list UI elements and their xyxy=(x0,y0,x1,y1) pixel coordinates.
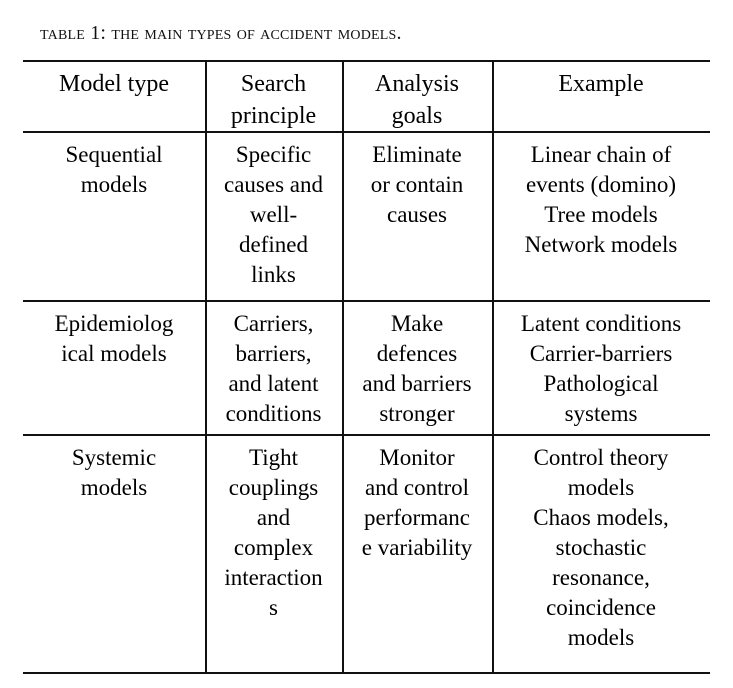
cell-example: Latent conditions Carrier-barriers Patho… xyxy=(520,311,682,426)
table-rule-top xyxy=(23,60,710,62)
column-header-search-principle: Search principle xyxy=(230,71,317,129)
column-divider-1 xyxy=(205,60,207,673)
column-divider-3 xyxy=(492,60,494,673)
cell-search-principle: Tight couplings and complex interaction … xyxy=(224,445,323,620)
cell-model-type: Sequential models xyxy=(65,142,163,197)
column-header-model-type: Model type xyxy=(59,71,169,97)
table-row: Sequential models Specific causes and we… xyxy=(23,136,710,290)
table-row: Epidemiolog ical models Carriers, barrie… xyxy=(23,305,710,429)
table-rule-bottom xyxy=(23,672,710,674)
table-rule-row2 xyxy=(23,434,710,436)
cell-search-principle: Specific causes and well- defined links xyxy=(224,142,323,287)
cell-search-principle: Carriers, barriers, and latent condition… xyxy=(225,311,322,426)
column-divider-2 xyxy=(342,60,344,673)
column-header-analysis-goals: Analysis goals xyxy=(375,71,459,129)
table-row: Systemic models Tight couplings and comp… xyxy=(23,439,710,653)
table-caption: Table 1: The main types of accident mode… xyxy=(40,20,700,46)
cell-analysis-goals: Monitor and control performanc e variabi… xyxy=(361,445,473,560)
caption-title: The main types of accident models. xyxy=(111,22,402,44)
cell-example: Linear chain of events (domino) Tree mod… xyxy=(524,142,678,257)
cell-example: Control theory models Chaos models, stoc… xyxy=(533,445,669,650)
cell-analysis-goals: Eliminate or contain causes xyxy=(370,142,464,227)
table-header-row: Model type Search principle Analysis goa… xyxy=(23,64,710,132)
caption-number: 1: xyxy=(90,22,107,44)
caption-prefix: Table xyxy=(40,22,85,44)
cell-analysis-goals: Make defences and barriers stronger xyxy=(362,311,472,426)
column-header-example: Example xyxy=(558,71,644,97)
cell-model-type: Epidemiolog ical models xyxy=(54,311,174,366)
accident-models-table: Model type Search principle Analysis goa… xyxy=(23,60,710,674)
cell-model-type: Systemic models xyxy=(71,445,157,500)
table-rule-header xyxy=(23,131,710,133)
table-rule-row1 xyxy=(23,300,710,302)
